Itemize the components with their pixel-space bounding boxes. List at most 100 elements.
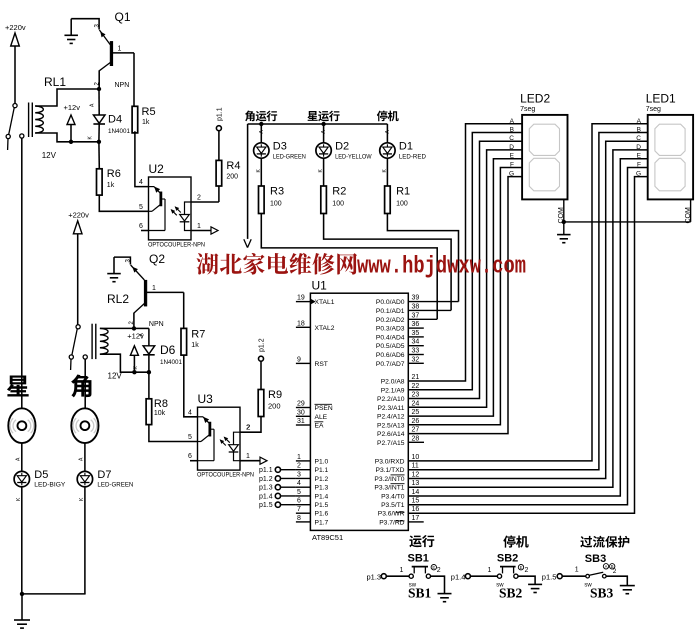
svg-text:11: 11 xyxy=(412,463,419,470)
svg-text:SB1: SB1 xyxy=(408,586,432,601)
svg-text:2: 2 xyxy=(297,463,301,470)
svg-text:P2.1/A9: P2.1/A9 xyxy=(381,387,405,394)
svg-text:B: B xyxy=(637,127,641,134)
svg-text:E: E xyxy=(432,565,435,570)
svg-text:R5: R5 xyxy=(142,106,156,118)
svg-text:100: 100 xyxy=(332,201,344,208)
svg-text:p1.5: p1.5 xyxy=(542,572,557,581)
svg-text:5: 5 xyxy=(139,204,143,211)
svg-text:10k: 10k xyxy=(154,410,166,417)
svg-text:K: K xyxy=(256,169,262,173)
svg-text:D4: D4 xyxy=(108,114,122,126)
svg-text:K: K xyxy=(382,169,388,173)
svg-text:P1.3: P1.3 xyxy=(315,485,329,492)
svg-text:P2.0/A8: P2.0/A8 xyxy=(381,379,405,386)
svg-text:A: A xyxy=(321,130,327,134)
svg-text:P1.6: P1.6 xyxy=(315,511,329,518)
svg-text:8: 8 xyxy=(297,515,301,522)
svg-text:SB1: SB1 xyxy=(408,553,429,565)
svg-text:2: 2 xyxy=(437,567,441,574)
svg-text:P3.5/T1: P3.5/T1 xyxy=(381,502,405,509)
svg-text:COM: COM xyxy=(558,207,565,224)
svg-text:E: E xyxy=(520,565,523,570)
svg-text:1: 1 xyxy=(575,567,579,574)
svg-text:2: 2 xyxy=(197,195,201,202)
svg-text:P1.4: P1.4 xyxy=(315,493,329,500)
svg-text:sw: sw xyxy=(584,583,592,589)
svg-text:+12v: +12v xyxy=(64,103,81,112)
svg-text:A: A xyxy=(510,118,515,125)
svg-text:AT89C51: AT89C51 xyxy=(312,533,343,542)
svg-text:1: 1 xyxy=(118,46,122,53)
svg-text:LED-GREEN: LED-GREEN xyxy=(97,482,133,489)
svg-text:COM: COM xyxy=(685,207,692,224)
svg-text:P0.6/AD6: P0.6/AD6 xyxy=(376,352,405,359)
svg-text:p1.3: p1.3 xyxy=(367,572,382,581)
svg-text:24: 24 xyxy=(412,400,420,407)
svg-text:p1.5: p1.5 xyxy=(259,502,273,509)
svg-text:9: 9 xyxy=(297,356,301,363)
svg-text:22: 22 xyxy=(412,383,420,390)
svg-text:R4: R4 xyxy=(226,160,240,172)
svg-text:P3.7/RD: P3.7/RD xyxy=(379,519,404,526)
svg-text:34: 34 xyxy=(412,339,420,346)
svg-text:P2.7/A15: P2.7/A15 xyxy=(377,440,405,447)
svg-text:5: 5 xyxy=(188,434,192,441)
svg-text:100: 100 xyxy=(270,201,282,208)
svg-text:SB3: SB3 xyxy=(585,553,606,565)
svg-text:P1.1: P1.1 xyxy=(315,467,329,474)
svg-text:E: E xyxy=(510,153,515,160)
svg-text:1: 1 xyxy=(246,453,250,460)
svg-text:15: 15 xyxy=(412,498,420,505)
svg-text:D: D xyxy=(636,144,641,151)
svg-text:6: 6 xyxy=(139,223,143,230)
svg-text:p1.4: p1.4 xyxy=(259,493,273,500)
svg-text:OPTOCOUPLER-NPN: OPTOCOUPLER-NPN xyxy=(197,472,254,479)
svg-text:A: A xyxy=(79,457,85,461)
svg-text:XTAL1: XTAL1 xyxy=(315,299,335,306)
svg-text:7seg: 7seg xyxy=(520,106,535,113)
svg-text:4: 4 xyxy=(139,179,143,186)
svg-text:39: 39 xyxy=(412,295,420,302)
svg-text:35: 35 xyxy=(412,330,420,337)
svg-text:p1.4: p1.4 xyxy=(451,572,466,581)
svg-text:1: 1 xyxy=(297,454,301,461)
svg-text:RL1: RL1 xyxy=(44,75,66,89)
svg-text:p1.1: p1.1 xyxy=(259,467,273,474)
svg-text:PSEN: PSEN xyxy=(315,405,333,412)
svg-text:31: 31 xyxy=(297,418,305,425)
svg-text:LED1: LED1 xyxy=(646,92,676,106)
svg-text:14: 14 xyxy=(412,489,420,496)
svg-text:3: 3 xyxy=(297,471,301,478)
svg-text:D1: D1 xyxy=(399,141,413,153)
svg-text:p1.2: p1.2 xyxy=(259,476,273,483)
svg-text:1N4001: 1N4001 xyxy=(108,128,130,135)
svg-text:K: K xyxy=(133,366,139,370)
svg-text:OPTOCOUPLER-NPN: OPTOCOUPLER-NPN xyxy=(148,242,205,249)
svg-text:K: K xyxy=(318,169,324,173)
svg-text:SB2: SB2 xyxy=(499,586,523,601)
svg-text:12V: 12V xyxy=(42,151,57,160)
svg-text:D6: D6 xyxy=(160,343,176,357)
svg-text:1: 1 xyxy=(488,567,492,574)
svg-text:1N4001: 1N4001 xyxy=(160,359,182,366)
svg-text:7: 7 xyxy=(297,506,301,513)
svg-text:K: K xyxy=(16,497,22,501)
svg-text:U3: U3 xyxy=(198,392,214,406)
svg-text:D3: D3 xyxy=(273,141,287,153)
svg-text:P2.5/A13: P2.5/A13 xyxy=(377,422,405,429)
svg-text:p1.2: p1.2 xyxy=(259,338,266,352)
svg-text:1: 1 xyxy=(400,567,404,574)
svg-text:RST: RST xyxy=(315,361,328,368)
svg-text:RL2: RL2 xyxy=(107,292,129,306)
svg-text:P2.6/A14: P2.6/A14 xyxy=(377,431,405,438)
svg-text:4: 4 xyxy=(188,409,192,416)
svg-text:LED-RED: LED-RED xyxy=(399,154,426,161)
svg-text:32: 32 xyxy=(412,356,420,363)
svg-text:2: 2 xyxy=(129,321,135,325)
svg-text:5: 5 xyxy=(297,489,301,496)
svg-text:30: 30 xyxy=(297,409,305,416)
svg-text:C: C xyxy=(636,135,641,142)
svg-text:LED-GREEN: LED-GREEN xyxy=(273,154,306,161)
svg-text:A: A xyxy=(90,103,96,107)
